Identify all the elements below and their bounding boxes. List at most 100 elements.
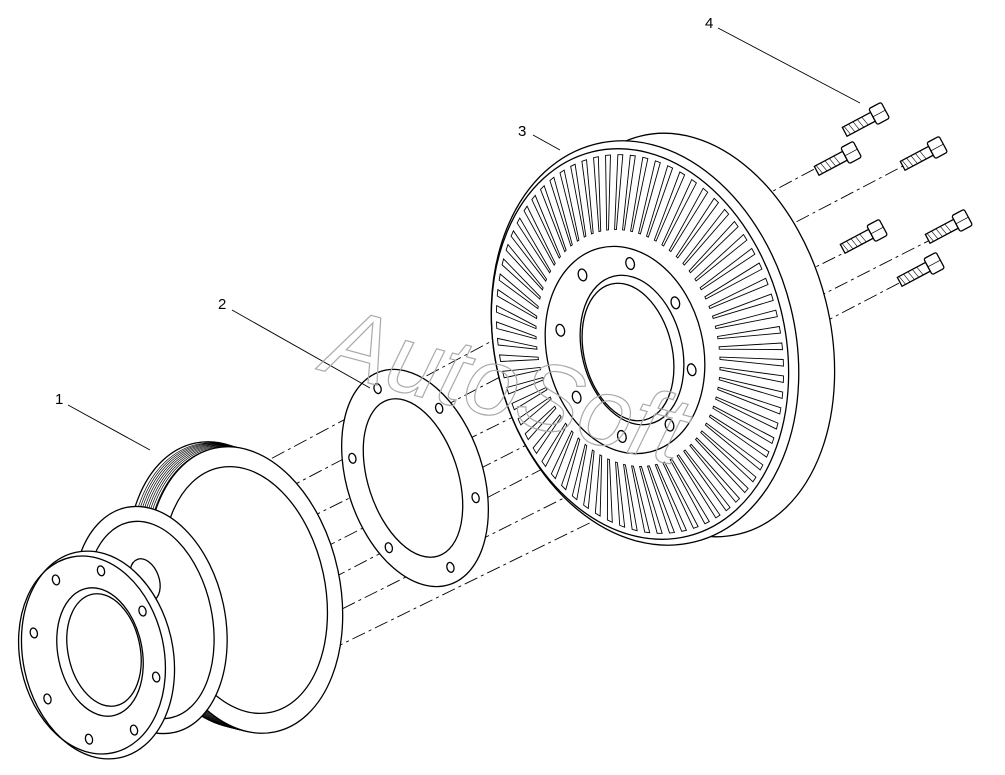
callout-4: 4 (705, 15, 713, 32)
gear-tooth (708, 277, 769, 310)
gear-tooth (524, 405, 557, 441)
gear-ring-part[interactable] (450, 102, 876, 578)
gear-tooth (496, 304, 537, 330)
gear-tooth (571, 443, 588, 501)
gear-tooth (669, 458, 710, 525)
gear-tooth (614, 154, 624, 231)
gear-hole (577, 268, 588, 282)
gear-tooth (631, 465, 651, 534)
bolt-thread (841, 243, 849, 252)
gear-tooth (717, 386, 782, 415)
gear-tooth (593, 156, 602, 233)
gear-tooth (549, 176, 573, 247)
gear-tooth (689, 443, 741, 503)
bolt-thread (843, 126, 851, 135)
gear-tooth (622, 154, 636, 231)
bolt-head-edge (930, 143, 944, 152)
gear-tooth (570, 163, 587, 238)
gear-tooth (645, 165, 674, 238)
gear-tooth (496, 288, 538, 320)
leader-line-3 (532, 134, 561, 151)
callout-3: 3 (518, 123, 526, 140)
gear-tooth (531, 194, 561, 259)
gear-tooth (718, 342, 784, 351)
bolt (841, 102, 890, 138)
flange-hole (96, 565, 106, 577)
gasket-hole (446, 561, 455, 573)
gear-tooth (606, 458, 613, 524)
gasket-hole (373, 383, 382, 395)
bolt (896, 252, 945, 288)
gear-tooth (559, 169, 580, 242)
gear-tooth (699, 247, 756, 291)
gear-bolt-holes (555, 256, 697, 444)
flange-hole (29, 627, 39, 639)
bolt-thread (910, 155, 918, 164)
bolt (839, 219, 888, 255)
gear-tooth (583, 449, 595, 510)
gear-tooth (523, 205, 556, 266)
gear-tooth (676, 454, 721, 519)
flange-bolt-holes (29, 565, 161, 745)
gear-tooth (704, 422, 764, 471)
gear-tooth (496, 321, 537, 340)
gasket-hole (434, 402, 444, 414)
bolt-thread (898, 276, 906, 285)
gear-tooth (653, 171, 686, 242)
bolt (899, 136, 948, 172)
bolt-head-edge (927, 259, 941, 268)
gear-tooth (688, 220, 739, 274)
gasket-hole (348, 452, 357, 464)
bolt-thread (940, 226, 948, 235)
gasket-hole (384, 542, 394, 554)
gear-hole (555, 323, 566, 337)
gasket-part[interactable] (316, 350, 515, 605)
bolt-thread (907, 271, 915, 280)
gear-tooth (704, 262, 763, 300)
gear-tooth (700, 430, 757, 483)
pulley-part[interactable] (1, 423, 368, 773)
gear-hole (616, 429, 627, 444)
gear-tooth (694, 233, 748, 282)
gasket-bolt-holes (348, 383, 480, 573)
bolt-shank (841, 111, 877, 138)
leader-line-1 (67, 404, 151, 451)
flange-hole (138, 605, 147, 617)
gear-tooth (694, 437, 749, 494)
gear-tooth (615, 461, 626, 528)
leader-line-4 (717, 27, 861, 104)
gear-tooth (550, 430, 574, 480)
gear-tooth (502, 366, 542, 379)
bolt-thread (906, 157, 914, 167)
bolt-thread (833, 155, 841, 165)
gear-hole (670, 296, 681, 310)
bolt-thread (857, 119, 865, 128)
bolts-part[interactable] (812, 102, 973, 289)
gear-hole (571, 390, 582, 404)
bolt-thread (829, 158, 837, 167)
gear-tooth (581, 159, 594, 235)
gear-tooth (539, 184, 567, 253)
gear-tooth (516, 217, 552, 274)
bolt-thread (848, 123, 856, 133)
bolt-thread (912, 269, 920, 278)
gear-tooth (505, 243, 544, 291)
bolt-thread (820, 162, 828, 172)
gear-tooth (718, 376, 784, 400)
bolt (813, 141, 862, 177)
gear-tooth (714, 309, 778, 330)
gear-tooth (682, 208, 730, 266)
bolt-head-edge (872, 109, 886, 118)
bolt-thread (859, 233, 867, 243)
gear-tooth (532, 414, 562, 455)
bolt-thread (944, 223, 952, 233)
gear-tooth (630, 156, 649, 233)
gear-tooth (639, 465, 663, 534)
gear-tooth (541, 422, 568, 468)
bolt-thread (846, 240, 854, 250)
gear-tooth (496, 337, 538, 350)
gear-tooth (719, 356, 784, 367)
gear-tooth (623, 463, 638, 532)
gear-teeth (496, 154, 784, 534)
gear-tooth (719, 366, 784, 383)
